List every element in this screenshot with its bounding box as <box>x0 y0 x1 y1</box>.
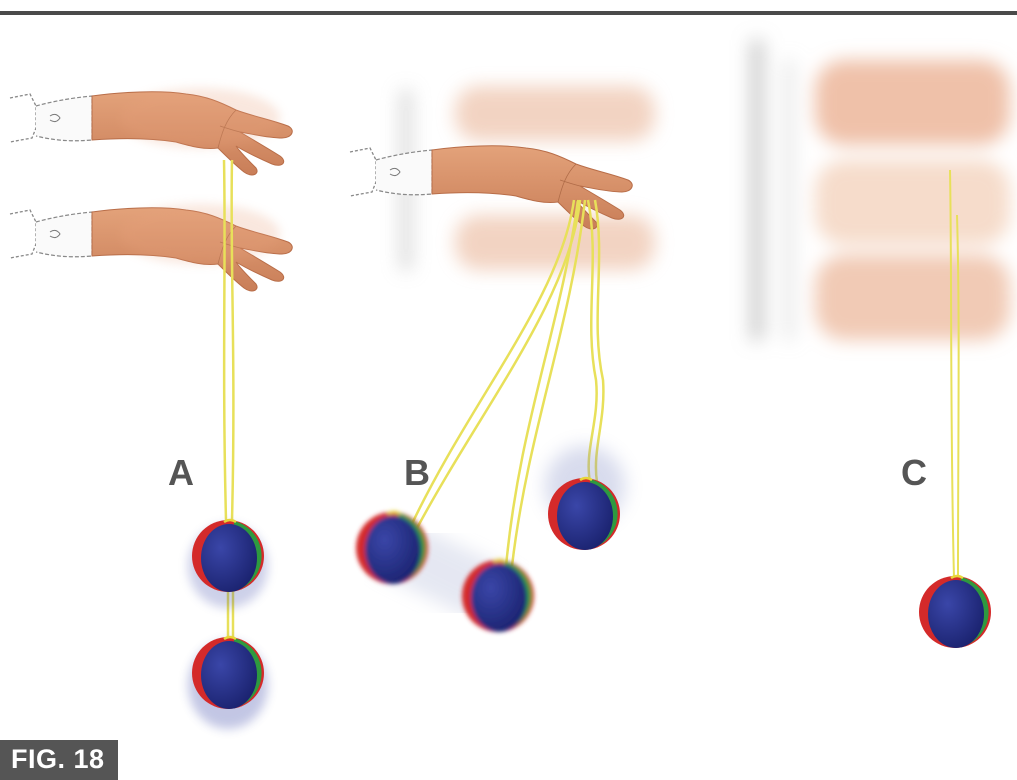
ball-b-middle <box>462 560 534 632</box>
panel-label-c: C <box>901 452 927 493</box>
panel-b: B <box>350 86 655 632</box>
ball-a-upper <box>188 520 268 608</box>
ball-b-left <box>356 512 428 584</box>
panel-label-a: A <box>168 452 194 493</box>
ball-b-right <box>548 478 620 550</box>
panel-c: C <box>750 40 1010 648</box>
figure-caption-tag: FIG. 18 <box>0 740 118 780</box>
panel-label-b: B <box>404 452 430 493</box>
figure-caption: FIG. 18 <box>11 744 105 775</box>
ball-a-lower <box>188 637 268 729</box>
ball-c <box>919 576 991 648</box>
panel-a: A <box>10 88 292 729</box>
